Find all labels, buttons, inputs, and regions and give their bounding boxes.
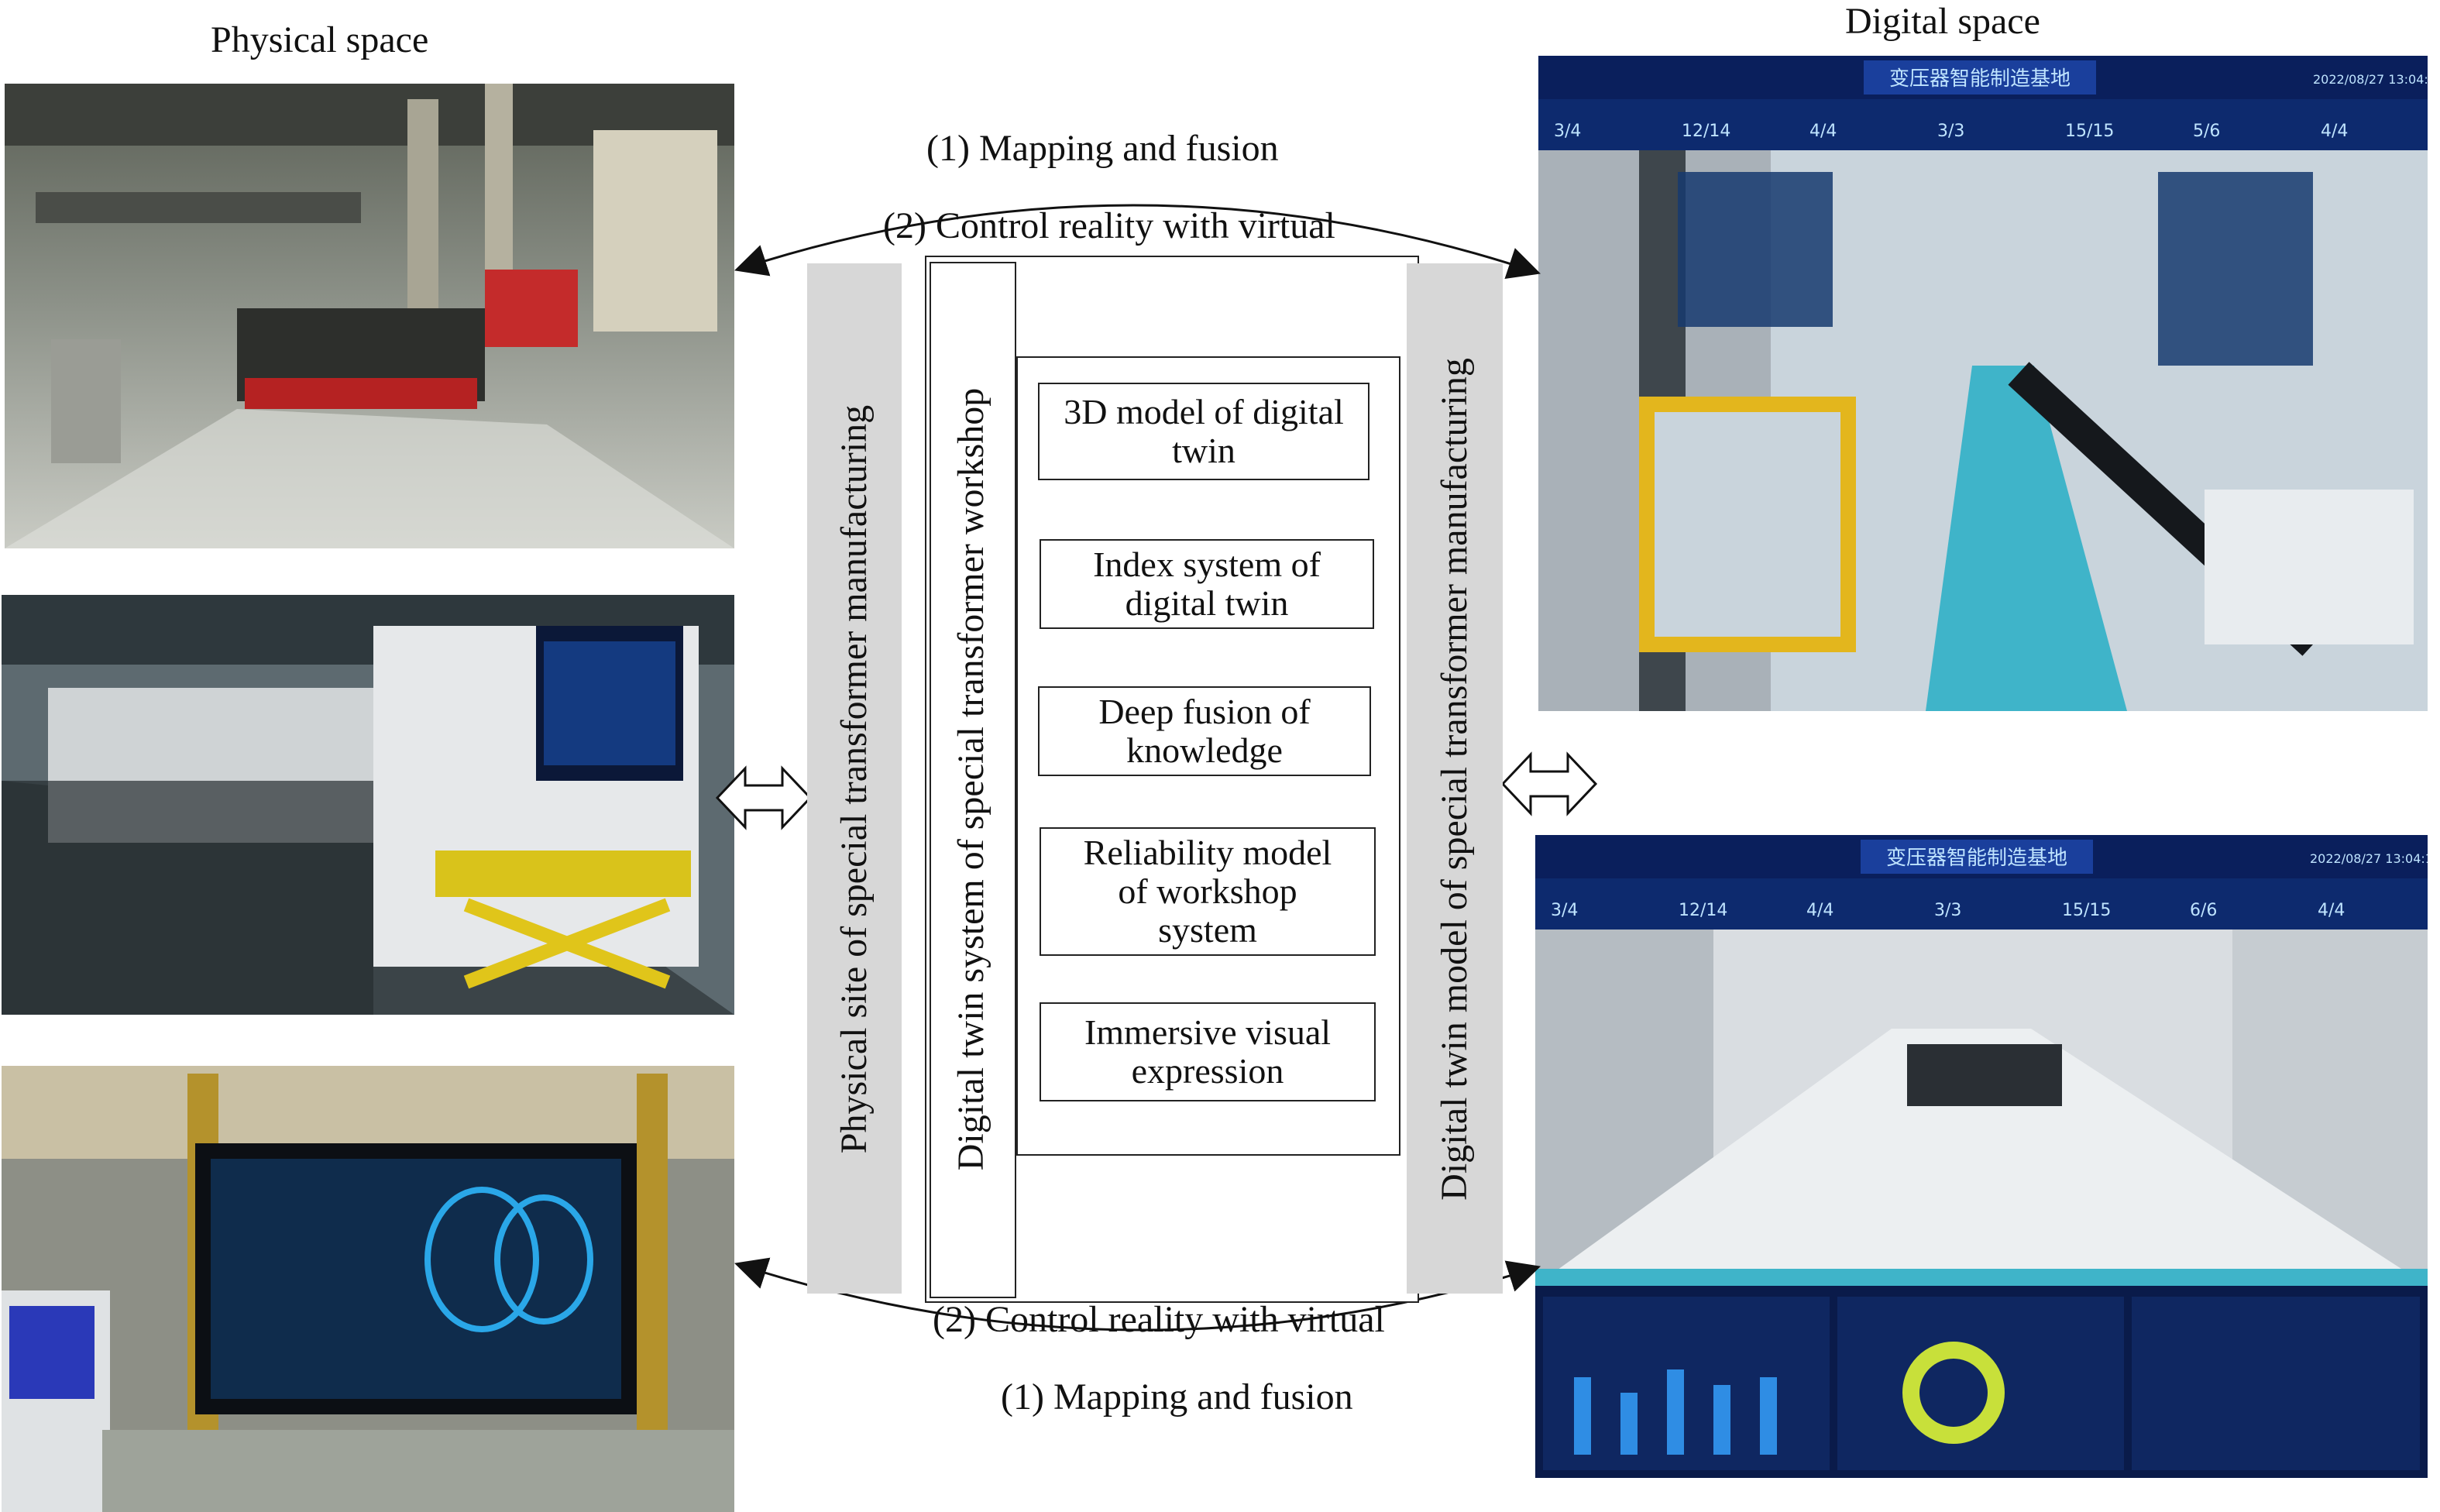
- right-double-arrow: [1500, 751, 1598, 816]
- digital-twin-screen-1: 变压器智能制造基地 2022/08/27 13:04:40 星期六 3/4 12…: [1538, 56, 2428, 711]
- stats-row-1: 3/4 12/14 4/4 3/3 15/15 5/6 4/4: [1554, 122, 2348, 141]
- module-reliability-model: Reliability model of workshop system: [1040, 827, 1376, 956]
- svg-text:4/4: 4/4: [2321, 122, 2348, 141]
- stats-row-2: 3/4 12/14 4/4 3/3 15/15 6/6 4/4: [1551, 901, 2345, 920]
- dashboard-title-2: 变压器智能制造基地: [1886, 847, 2067, 870]
- svg-text:15/15: 15/15: [2062, 901, 2111, 920]
- top-curve-arrow: [734, 204, 1541, 279]
- right-bar-digital-model: [1407, 263, 1503, 1294]
- bottom-curve-arrow: [734, 1257, 1541, 1332]
- system-label-frame: [930, 262, 1016, 1298]
- svg-text:5/6: 5/6: [2193, 122, 2220, 141]
- svg-text:12/14: 12/14: [1679, 901, 1727, 920]
- svg-text:12/14: 12/14: [1682, 122, 1730, 141]
- photo-assembly-line: [2, 595, 734, 1015]
- dashboard-datetime-1: 2022/08/27 13:04:40 星期六: [2313, 72, 2428, 87]
- photo-workshop-agv: [5, 84, 734, 548]
- label-top-control: (2) Control reality with virtual: [883, 205, 1335, 246]
- left-double-arrow: [715, 765, 813, 830]
- label-bottom-mapping: (1) Mapping and fusion: [1001, 1376, 1353, 1418]
- left-bar-label: Physical site of special transformer man…: [833, 404, 875, 1154]
- dashboard-title-1: 变压器智能制造基地: [1889, 67, 2071, 91]
- module-immersive-visual: Immersive visual expression: [1040, 1002, 1376, 1101]
- svg-text:6/6: 6/6: [2190, 901, 2217, 920]
- physical-space-heading: Physical space: [211, 19, 429, 60]
- dashboard-datetime-2: 2022/08/27 13:04:10 星期六: [2310, 851, 2428, 866]
- svg-text:3/4: 3/4: [1551, 901, 1578, 920]
- module-index-system: Index system of digital twin: [1040, 539, 1374, 629]
- label-bottom-control: (2) Control reality with virtual: [933, 1299, 1385, 1340]
- svg-text:3/3: 3/3: [1934, 901, 1961, 920]
- module-deep-fusion: Deep fusion of knowledge: [1038, 686, 1371, 776]
- svg-text:4/4: 4/4: [1806, 901, 1833, 920]
- left-bar-physical-site: [807, 263, 902, 1294]
- system-label: Digital twin system of special transform…: [950, 387, 991, 1171]
- digital-space-heading: Digital space: [1845, 1, 2040, 42]
- svg-text:3/3: 3/3: [1937, 122, 1964, 141]
- svg-text:4/4: 4/4: [1809, 122, 1837, 141]
- svg-text:3/4: 3/4: [1554, 122, 1581, 141]
- svg-text:15/15: 15/15: [2065, 122, 2114, 141]
- label-top-mapping: (1) Mapping and fusion: [926, 128, 1279, 169]
- module-3d-model: 3D model of digital twin: [1038, 383, 1369, 480]
- svg-text:4/4: 4/4: [2318, 901, 2345, 920]
- right-bar-label: Digital twin model of special transforme…: [1434, 358, 1475, 1201]
- photo-test-station: [2, 1066, 734, 1512]
- digital-twin-screen-2: 变压器智能制造基地 2022/08/27 13:04:10 星期六 3/4 12…: [1535, 835, 2428, 1478]
